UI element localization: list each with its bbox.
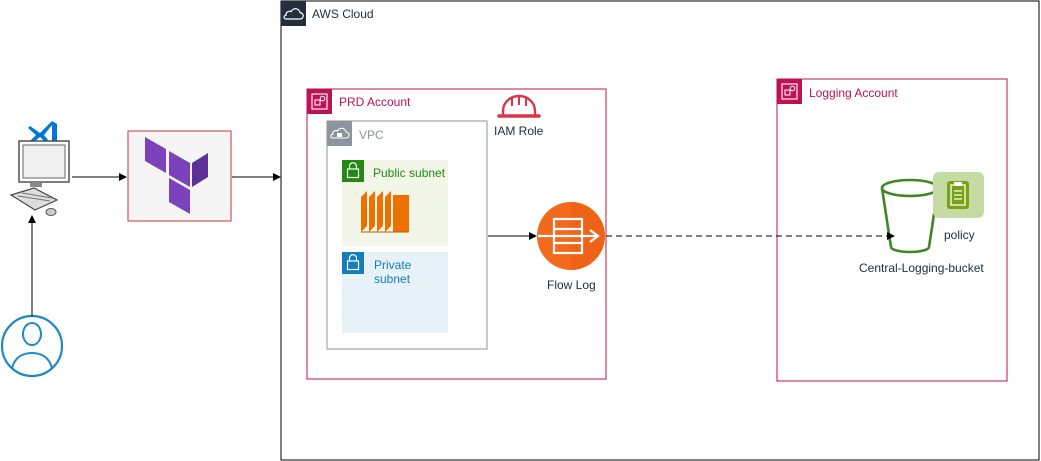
flow-log-label: Flow Log — [547, 278, 596, 292]
public-subnet-label: Public subnet — [373, 166, 446, 180]
aws-cloud-label: AWS Cloud — [312, 7, 374, 21]
account-icon — [307, 89, 332, 114]
policy-icon — [933, 172, 984, 218]
vpc-label: VPC — [359, 128, 384, 142]
policy-label: policy — [944, 228, 975, 242]
account-icon — [777, 79, 802, 104]
prd-account-label: PRD Account — [339, 95, 411, 109]
bucket-label: Central-Logging-bucket — [859, 261, 984, 275]
prd-account-group — [306, 88, 607, 380]
lock-icon — [342, 160, 364, 182]
flow-log-icon — [537, 202, 605, 270]
vpc-cloud-icon — [327, 121, 352, 146]
terraform-icon — [145, 137, 208, 214]
user-icon — [0, 314, 64, 378]
aws-cloud-icon — [281, 1, 306, 26]
logging-account-label: Logging Account — [809, 86, 898, 100]
s3-bucket-icon — [880, 178, 940, 254]
aws-cloud-group — [280, 0, 1040, 461]
iam-role-icon — [497, 94, 541, 118]
private-subnet-label: Private subnet — [374, 258, 412, 286]
iam-role-label: IAM Role — [494, 124, 544, 138]
ec2-icon — [361, 191, 409, 233]
logging-account-group — [776, 78, 1008, 382]
vpc-group — [326, 120, 488, 350]
lock-icon — [342, 252, 364, 274]
computer-icon — [9, 140, 70, 216]
